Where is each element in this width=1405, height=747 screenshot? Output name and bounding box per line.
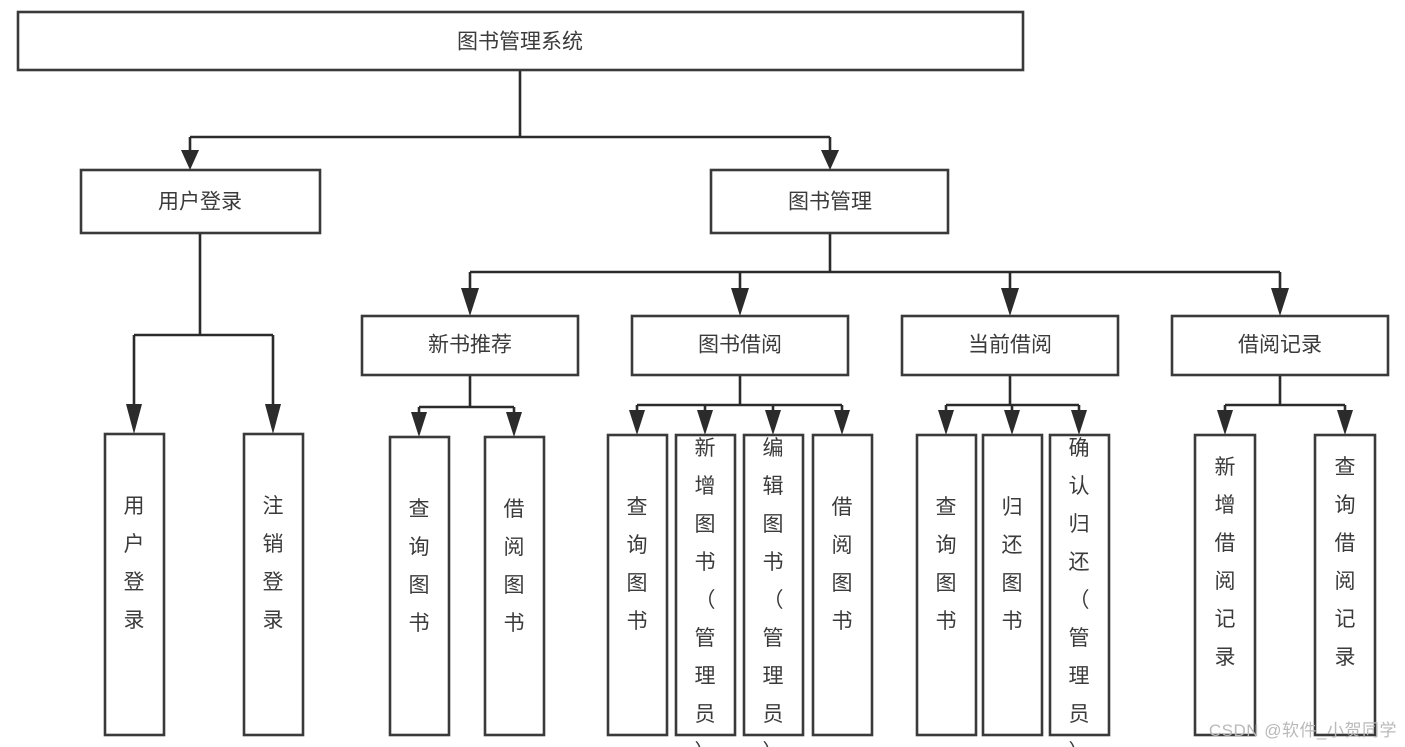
- leaf-label-cb-query-book: 查询图书: [936, 496, 957, 633]
- arrow-head-book-mgmt: [821, 150, 839, 170]
- leaf-box-cb-query-book[interactable]: [915, 433, 978, 737]
- csdn-watermark: CSDN @软件_小贺同学: [1208, 721, 1397, 740]
- node-label-book-management: 图书管理: [788, 191, 872, 214]
- arrow-head-cb-leaf-2: [1004, 410, 1020, 435]
- node-label-borrow-record: 借阅记录: [1238, 334, 1322, 357]
- arrow-head-user-login: [181, 150, 199, 170]
- node-label-user-login: 用户登录: [158, 191, 242, 214]
- node-book-management[interactable]: 图书管理: [709, 168, 950, 235]
- leaf-label-bb-borrow-book: 借阅图书: [832, 496, 853, 633]
- arrow-head-nbr-leaf-2: [506, 412, 522, 437]
- node-user-login[interactable]: 用户登录: [79, 168, 322, 235]
- arrow-head-new-book-rec: [461, 288, 479, 316]
- leaf-box-bb-add-book[interactable]: [674, 433, 737, 737]
- leaf-box-bb-query-book[interactable]: [606, 433, 669, 737]
- connectors-group: [126, 70, 1353, 437]
- node-box-root[interactable]: [16, 10, 1025, 72]
- leaf-box-nbr-borrow-book[interactable]: [483, 435, 546, 737]
- node-label-new-book-recommend: 新书推荐: [428, 334, 512, 357]
- arrow-head-borrow-record: [1271, 288, 1289, 316]
- leaf-box-logout[interactable]: [242, 432, 305, 737]
- leaf-label-bb-query-book: 查询图书: [627, 496, 648, 633]
- leaf-label-cb-return-book: 归还图书: [1002, 496, 1023, 633]
- leaf-label-logout: 注销登录: [263, 495, 284, 632]
- node-label-root: 图书管理系统: [457, 31, 583, 54]
- leaf-node-cb-confirm-return[interactable]: 确认归还（管理员）: [1048, 433, 1111, 747]
- node-current-borrow[interactable]: 当前借阅: [900, 314, 1120, 377]
- arrow-head-leaf-logout: [265, 404, 281, 434]
- leaf-node-cb-return-book[interactable]: 归还图书: [981, 433, 1044, 737]
- arrow-head-bb-leaf-1: [629, 410, 645, 435]
- node-box-borrow-record[interactable]: [1170, 314, 1390, 377]
- leaf-box-br-query-record[interactable]: [1313, 433, 1377, 737]
- leaf-node-bb-edit-book[interactable]: 编辑图书（管理员）: [742, 433, 805, 747]
- leaf-box-nbr-query-book[interactable]: [388, 435, 451, 737]
- leaf-box-cb-return-book[interactable]: [981, 433, 1044, 737]
- node-new-book-recommend[interactable]: 新书推荐: [360, 314, 580, 377]
- arrow-head-current-borrow: [1001, 288, 1019, 316]
- leaf-node-bb-query-book[interactable]: 查询图书: [606, 433, 669, 737]
- arrow-head-nbr-leaf-1: [411, 412, 427, 437]
- leaf-node-br-query-record[interactable]: 查询借阅记录: [1313, 433, 1377, 737]
- leaf-node-user-login[interactable]: 用户登录: [103, 432, 166, 737]
- node-book-borrow[interactable]: 图书借阅: [630, 314, 850, 377]
- leaf-label-bb-add-book: 新增图书（管理员）: [695, 437, 716, 747]
- leaf-label-nbr-borrow-book: 借阅图书: [504, 498, 525, 635]
- arrow-head-br-leaf-2: [1337, 410, 1353, 435]
- leaf-label-nbr-query-book: 查询图书: [409, 498, 430, 635]
- leaf-box-user-login[interactable]: [103, 432, 166, 737]
- leaf-label-br-add-record: 新增借阅记录: [1215, 456, 1236, 669]
- leaf-node-br-add-record[interactable]: 新增借阅记录: [1193, 433, 1257, 737]
- leaf-node-nbr-borrow-book[interactable]: 借阅图书: [483, 435, 546, 737]
- arrow-head-br-leaf-1: [1217, 410, 1233, 435]
- arrow-head-bb-leaf-3: [765, 410, 781, 435]
- node-box-current-borrow[interactable]: [900, 314, 1120, 377]
- node-box-book-borrow[interactable]: [630, 314, 850, 377]
- leaf-box-bb-borrow-book[interactable]: [811, 433, 874, 737]
- leaf-node-cb-query-book[interactable]: 查询图书: [915, 433, 978, 737]
- leaf-label-user-login: 用户登录: [124, 495, 145, 632]
- leaf-label-cb-confirm-return: 确认归还（管理员）: [1069, 437, 1090, 747]
- leaf-node-bb-add-book[interactable]: 新增图书（管理员）: [674, 433, 737, 747]
- node-label-current-borrow: 当前借阅: [968, 334, 1052, 357]
- leaf-label-bb-edit-book: 编辑图书（管理员）: [763, 437, 784, 747]
- arrow-head-cb-leaf-1: [938, 410, 954, 435]
- arrow-head-bb-leaf-2: [697, 410, 713, 435]
- node-borrow-record[interactable]: 借阅记录: [1170, 314, 1390, 377]
- arrow-head-book-borrow: [731, 288, 749, 316]
- node-box-user-login[interactable]: [79, 168, 322, 235]
- leaf-box-cb-confirm-return[interactable]: [1048, 433, 1111, 737]
- arrow-head-leaf-user-login: [126, 404, 142, 434]
- leaf-node-nbr-query-book[interactable]: 查询图书: [388, 435, 451, 737]
- node-box-book-management[interactable]: [709, 168, 950, 235]
- arrow-head-bb-leaf-4: [834, 410, 850, 435]
- node-box-new-book-recommend[interactable]: [360, 314, 580, 377]
- leaf-label-br-query-record: 查询借阅记录: [1335, 456, 1356, 669]
- node-root-system[interactable]: 图书管理系统: [16, 10, 1025, 72]
- node-label-book-borrow: 图书借阅: [698, 334, 782, 357]
- arrow-head-cb-leaf-3: [1071, 410, 1087, 435]
- leaf-node-bb-borrow-book[interactable]: 借阅图书: [811, 433, 874, 737]
- leaf-box-br-add-record[interactable]: [1193, 433, 1257, 737]
- leaf-box-bb-edit-book[interactable]: [742, 433, 805, 737]
- leaf-node-logout[interactable]: 注销登录: [242, 432, 305, 737]
